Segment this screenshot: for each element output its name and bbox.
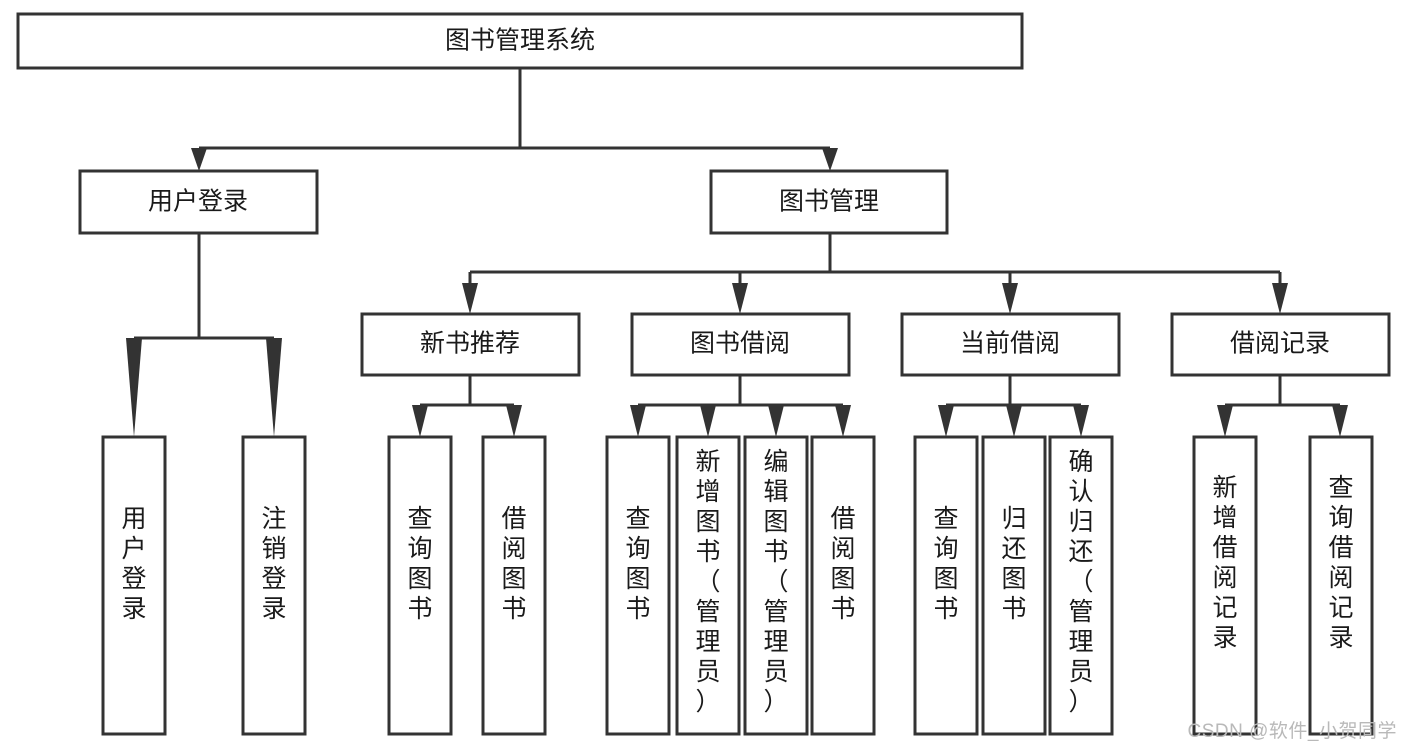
node-new-book-rec[interactable]: 新书推荐 xyxy=(360,312,581,377)
node-leaf-borrow-book-2-box[interactable] xyxy=(810,435,876,736)
arrow-head-leaf-return-book xyxy=(1006,405,1022,437)
connector-layer xyxy=(126,68,1348,437)
node-leaf-edit-book-box[interactable] xyxy=(743,435,809,736)
node-root-label: 图书管理系统 xyxy=(445,27,595,55)
node-user-login-box[interactable] xyxy=(78,169,319,235)
arrow-head-user-login xyxy=(191,148,207,171)
node-new-book-rec-box[interactable] xyxy=(360,312,581,377)
node-leaf-add-book[interactable]: 新增图书（管理员） xyxy=(675,435,741,736)
node-leaf-query-book-3-box[interactable] xyxy=(913,435,979,736)
node-user-login-label: 用户登录 xyxy=(148,188,248,216)
arrow-head-leaf-edit-book xyxy=(768,405,784,437)
node-leaf-query-book-3[interactable]: 查询图书 xyxy=(913,435,979,736)
node-leaf-confirm-return[interactable]: 确认归还（管理员） xyxy=(1048,435,1114,736)
node-layer-leaves: 用户登录 注销登录 查询图书 借阅图书 查询图书 新增图书（管理员） xyxy=(101,435,1374,736)
node-leaf-confirm-return-box[interactable] xyxy=(1048,435,1114,736)
node-leaf-logout-box[interactable] xyxy=(241,435,307,736)
node-leaf-borrow-book-1-label: 借阅图书 xyxy=(501,505,526,623)
node-leaf-borrow-book-1[interactable]: 借阅图书 xyxy=(481,435,547,736)
node-leaf-query-record[interactable]: 查询借阅记录 xyxy=(1308,435,1374,736)
node-leaf-query-book-2-box[interactable] xyxy=(605,435,671,736)
node-leaf-query-book-1-box[interactable] xyxy=(387,435,453,736)
arrow-head-leaf-add-record xyxy=(1217,405,1233,437)
node-leaf-user-login-box[interactable] xyxy=(101,435,167,736)
arrow-head-leaf-query-book-1 xyxy=(412,405,428,437)
arrow-head-leaf-query-book-3 xyxy=(938,405,954,437)
node-root[interactable]: 图书管理系统 xyxy=(16,12,1024,70)
node-leaf-query-book-1[interactable]: 查询图书 xyxy=(387,435,453,736)
node-book-borrow-label: 图书借阅 xyxy=(690,330,790,358)
node-leaf-add-book-label: 新增图书（管理员） xyxy=(695,448,720,716)
arrow-head-leaf-query-record xyxy=(1332,405,1348,437)
node-leaf-return-book-label: 归还图书 xyxy=(1001,505,1026,623)
node-leaf-logout-label: 注销登录 xyxy=(261,505,286,623)
node-leaf-user-login[interactable]: 用户登录 xyxy=(101,435,167,736)
node-current-borrow-box[interactable] xyxy=(900,312,1121,377)
node-leaf-borrow-book-2-label: 借阅图书 xyxy=(830,505,855,623)
node-root-box[interactable] xyxy=(16,12,1024,70)
node-leaf-query-book-2-label: 查询图书 xyxy=(625,505,650,623)
node-leaf-edit-book[interactable]: 编辑图书（管理员） xyxy=(743,435,809,736)
node-leaf-edit-book-label: 编辑图书（管理员） xyxy=(763,448,788,716)
arrow-head-book-borrow xyxy=(732,283,748,314)
node-borrow-record[interactable]: 借阅记录 xyxy=(1170,312,1391,377)
node-leaf-logout[interactable]: 注销登录 xyxy=(241,435,307,736)
arrow-head-book-manage xyxy=(822,148,838,171)
node-leaf-borrow-book-2[interactable]: 借阅图书 xyxy=(810,435,876,736)
arrow-head-leaf-add-book xyxy=(700,405,716,437)
node-leaf-query-book-2[interactable]: 查询图书 xyxy=(605,435,671,736)
node-current-borrow-label: 当前借阅 xyxy=(960,330,1060,358)
node-leaf-query-record-box[interactable] xyxy=(1308,435,1374,736)
node-leaf-query-book-1-label: 查询图书 xyxy=(407,505,432,623)
node-book-borrow-box[interactable] xyxy=(630,312,851,377)
node-leaf-query-record-label: 查询借阅记录 xyxy=(1328,474,1353,652)
node-leaf-add-record-label: 新增借阅记录 xyxy=(1212,474,1237,652)
node-leaf-confirm-return-label: 确认归还（管理员） xyxy=(1068,448,1093,716)
arrow-head-new-book-rec xyxy=(462,283,478,314)
node-borrow-record-label: 借阅记录 xyxy=(1230,330,1330,358)
node-leaf-return-book-box[interactable] xyxy=(981,435,1047,736)
arrow-head-leaf-borrow-book-2 xyxy=(835,405,851,437)
arrow-head-borrow-record xyxy=(1272,283,1288,314)
node-leaf-add-record-box[interactable] xyxy=(1192,435,1258,736)
node-book-manage-label: 图书管理 xyxy=(779,188,879,216)
node-new-book-rec-label: 新书推荐 xyxy=(420,330,520,358)
node-leaf-user-login-label: 用户登录 xyxy=(121,505,146,623)
node-leaf-add-book-box[interactable] xyxy=(675,435,741,736)
node-leaf-return-book[interactable]: 归还图书 xyxy=(981,435,1047,736)
arrow-head-leaf-confirm-return xyxy=(1073,405,1089,437)
arrow-head-leaf-borrow-book-1 xyxy=(506,405,522,437)
node-leaf-borrow-book-1-box[interactable] xyxy=(481,435,547,736)
arrow-head-leaf-query-book-2 xyxy=(630,405,646,437)
node-borrow-record-box[interactable] xyxy=(1170,312,1391,377)
node-leaf-query-book-3-label: 查询图书 xyxy=(933,505,958,623)
node-current-borrow[interactable]: 当前借阅 xyxy=(900,312,1121,377)
node-leaf-add-record[interactable]: 新增借阅记录 xyxy=(1192,435,1258,736)
node-book-borrow[interactable]: 图书借阅 xyxy=(630,312,851,377)
node-user-login[interactable]: 用户登录 xyxy=(78,169,319,235)
node-book-manage-box[interactable] xyxy=(709,169,949,235)
node-layer-horizontal: 图书管理系统 用户登录 图书管理 新书推荐 图书借阅 当前借阅 xyxy=(16,12,1391,377)
node-book-manage[interactable]: 图书管理 xyxy=(709,169,949,235)
arrow-head-current-borrow xyxy=(1002,283,1018,314)
